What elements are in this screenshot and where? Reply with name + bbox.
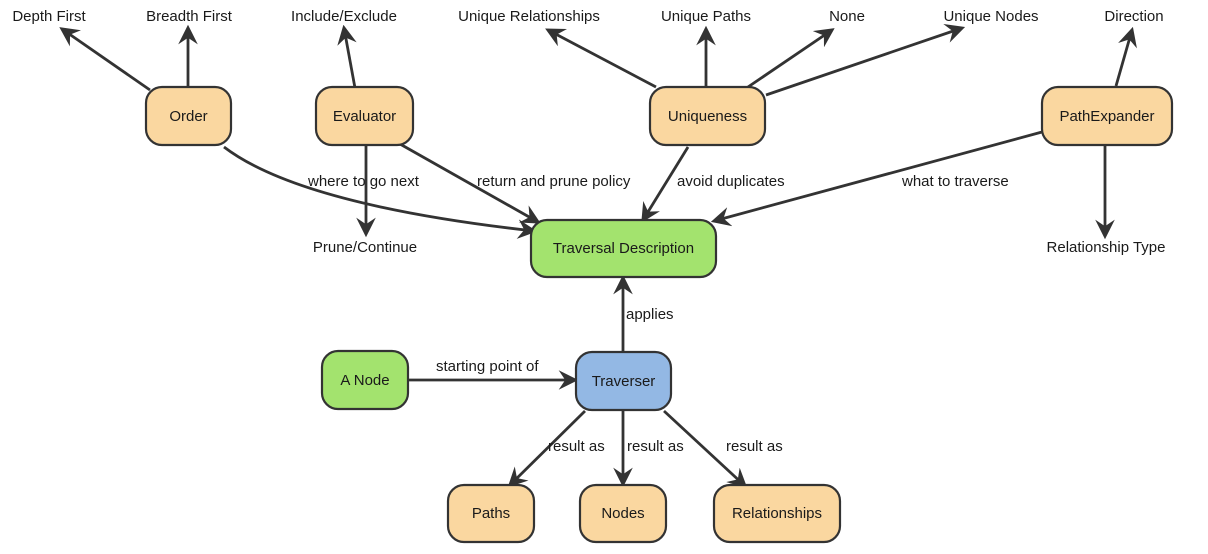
leaf-direction: Direction [1104, 8, 1163, 25]
label-applies: applies [626, 306, 674, 323]
node-uniqueness-label: Uniqueness [668, 108, 747, 125]
node-a-node-box [320, 349, 410, 411]
leaf-depth-first: Depth First [12, 8, 86, 25]
label-what-to-traverse: what to traverse [901, 173, 1009, 190]
node-relationships: Relationships [712, 483, 842, 544]
node-order-box [144, 85, 233, 147]
edge-pathexpander-direction [1114, 26, 1137, 87]
node-paths: Paths [446, 483, 536, 544]
node-paths-box [446, 483, 536, 544]
edge-uniqueness-none [747, 28, 835, 89]
edge-traverser-relationships [663, 409, 748, 489]
node-evaluator-label: Evaluator [333, 108, 396, 125]
node-path-expander-label: PathExpander [1059, 108, 1154, 125]
leaf-prune-continue: Prune/Continue [313, 239, 417, 256]
nodes: Order Evaluator Uniqueness PathExpander … [144, 85, 1174, 544]
node-traversal-description: Traversal Description [529, 218, 718, 279]
edge-labels: where to go next return and prune policy… [307, 173, 1009, 455]
node-paths-label: Paths [472, 505, 510, 522]
label-starting-point-of: starting point of [436, 358, 539, 375]
node-evaluator-box [314, 85, 415, 147]
label-result-as-paths: result as [548, 438, 605, 455]
node-order: Order [144, 85, 233, 147]
leaf-relationship-type: Relationship Type [1047, 239, 1166, 256]
edge-uniqueness-unique-relationships [545, 28, 657, 89]
edge-order-depth-first [59, 27, 151, 92]
label-return-and-prune-policy: return and prune policy [477, 173, 631, 190]
node-relationships-label: Relationships [732, 505, 822, 522]
label-result-as-relationships: result as [726, 438, 783, 455]
node-evaluator: Evaluator [314, 85, 415, 147]
leaf-labels: Depth First Breadth First Include/Exclud… [12, 8, 1165, 256]
node-traversal-description-box [529, 218, 718, 279]
leaf-unique-nodes: Unique Nodes [943, 8, 1038, 25]
node-traversal-description-label: Traversal Description [553, 240, 694, 257]
edge-evaluator-traversal-description [399, 142, 541, 224]
node-a-node: A Node [320, 349, 410, 411]
leaf-unique-relationships: Unique Relationships [458, 8, 600, 25]
node-nodes-box [578, 483, 668, 544]
node-uniqueness-box [648, 85, 767, 147]
edge-uniqueness-traversal-description [641, 146, 690, 223]
node-traverser: Traverser [574, 350, 673, 412]
edge-order-traversal-description [223, 145, 538, 239]
node-nodes-label: Nodes [601, 505, 644, 522]
node-a-node-label: A Node [340, 372, 389, 389]
leaf-unique-paths: Unique Paths [661, 8, 751, 25]
label-result-as-nodes: result as [627, 438, 684, 455]
node-uniqueness: Uniqueness [648, 85, 767, 147]
node-path-expander-box [1040, 85, 1174, 147]
node-traverser-label: Traverser [592, 373, 656, 390]
leaf-breadth-first: Breadth First [146, 8, 233, 25]
leaf-include-exclude: Include/Exclude [291, 8, 397, 25]
edge-evaluator-include-exclude [337, 24, 357, 89]
node-path-expander: PathExpander [1040, 85, 1174, 147]
node-traverser-box [574, 350, 673, 412]
node-order-label: Order [169, 108, 207, 125]
label-where-to-go-next: where to go next [307, 173, 420, 190]
edge-pathexpander-traversal-description [710, 130, 1043, 227]
leaf-none: None [829, 8, 865, 25]
edge-uniqueness-unique-nodes [765, 24, 966, 97]
label-avoid-duplicates: avoid duplicates [677, 173, 785, 190]
edge-traverser-paths [507, 410, 586, 488]
node-nodes: Nodes [578, 483, 668, 544]
edges [59, 24, 1137, 489]
node-relationships-box [712, 483, 842, 544]
